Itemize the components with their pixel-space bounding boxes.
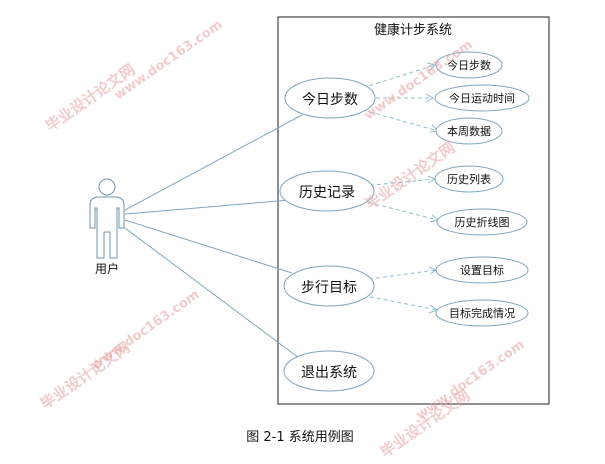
system-boundary [277,16,550,405]
use-case-label: 今日步数 [302,92,358,108]
use-case-history-records: 历史记录 [279,170,375,212]
sub-use-case-ellipse [435,299,529,327]
use-case-ellipse [279,170,375,212]
use-case-step-goal: 步行目标 [283,265,375,307]
sub-use-case-ellipse [436,208,528,236]
sub-use-case-ellipse [435,256,529,284]
sub-use-case-ellipse [434,84,530,112]
watermark-url: www.doc163.com [362,37,476,123]
sub-use-case-ellipse [435,117,503,145]
sub-use-case-today-step-count: 今日步数 [435,51,503,79]
use-case-ellipse [283,265,375,307]
include-set-goal [361,269,437,281]
sub-use-case-weekly-data: 本周数据 [435,117,503,145]
sub-use-case-label: 历史列表 [447,172,491,186]
use-case-today-steps: 今日步数 [284,77,376,119]
sub-use-case-label: 历史折线图 [455,215,510,229]
use-case-exit-system: 退出系统 [283,350,375,392]
association-exit-system [124,227,300,359]
arrowhead-today-step-count [426,62,436,72]
sub-use-case-history-line-chart: 历史折线图 [436,208,528,236]
sub-use-case-history-list: 历史列表 [434,165,504,193]
sub-use-case-today-exercise-time: 今日运动时间 [434,84,530,112]
use-case-label: 退出系统 [301,365,357,381]
watermark-cn: 毕业设计论文网 [377,386,473,460]
include-weekly-data [355,107,439,132]
sub-use-case-ellipse [435,51,503,79]
sub-use-case-label: 本周数据 [447,124,491,138]
actor-head [98,178,116,196]
figure-caption: 图 2-1 系统用例图 [246,430,354,445]
actor-body [89,196,125,259]
use-case-label: 步行目标 [301,280,357,296]
system-boundary-title: 健康计步系统 [374,22,452,38]
sub-use-case-label: 今日步数 [447,58,491,72]
sub-use-case-ellipse [434,165,504,193]
use-case-label: 历史记录 [299,185,355,201]
include-history-list [362,178,436,187]
sub-use-case-label: 设置目标 [460,263,504,277]
association-history-records [124,199,291,215]
watermark-url: www.doc163.com [112,17,226,103]
watermark-cn: 毕业设计论文网 [37,338,133,413]
association-today-steps [124,114,303,211]
actor-user [89,178,125,259]
sub-use-case-goal-completion: 目标完成情况 [435,299,529,327]
include-lines [354,64,439,311]
include-history-line-chart [354,198,439,221]
sub-use-case-label: 今日运动时间 [449,91,515,105]
arrowhead-today-exercise-time [425,93,435,103]
association-step-goal [124,219,293,274]
actor-label: 用户 [95,261,119,276]
sub-use-case-set-goal: 设置目标 [435,256,529,284]
use-case-ellipse [284,77,376,119]
sub-use-case-label: 目标完成情况 [449,306,515,320]
associations [124,114,303,359]
use-case-ellipse [283,350,375,392]
